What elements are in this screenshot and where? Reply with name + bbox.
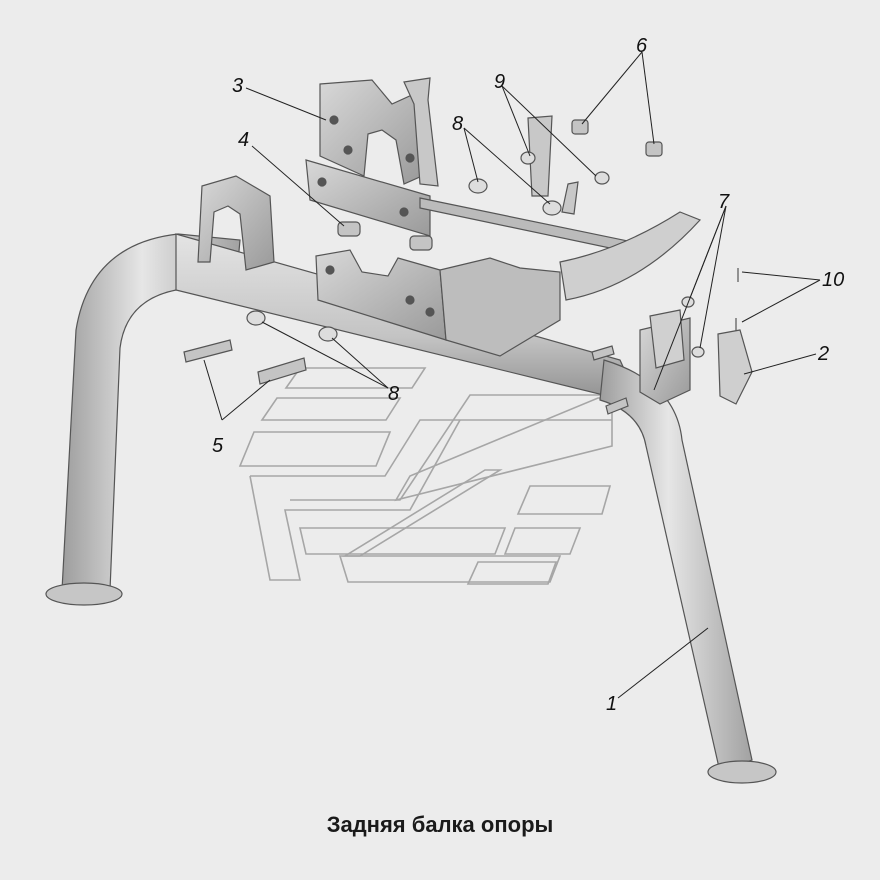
pin-5a [183,339,233,363]
callout-8-top: 8 [452,113,463,135]
clamp-plate [639,309,691,405]
pin-5b [257,357,307,385]
upper-frame [305,77,439,237]
callout-2: 2 [817,343,829,365]
bushing-6 [571,119,589,135]
leader-lines [203,51,821,699]
callout-6: 6 [636,35,648,57]
callout-3: 3 [232,75,243,97]
callout-5: 5 [212,435,224,457]
diagram-title: Задняя балка опоры [326,812,554,837]
callout-10: 10 [822,269,844,291]
callout-7: 7 [718,191,730,213]
watermark-logo [238,367,613,585]
washer-8 [246,310,266,326]
callout-1: 1 [606,693,617,715]
callout-4: 4 [238,129,249,151]
callout-9: 9 [494,71,505,93]
lower-mounting-plate [315,249,561,357]
strap [419,115,702,301]
callout-8-bottom: 8 [388,383,399,405]
lock-2 [717,329,753,405]
callouts: 3 4 6 9 8 7 10 2 8 5 1 [212,35,844,715]
bracket-left [197,175,275,271]
washer-9 [520,151,536,165]
